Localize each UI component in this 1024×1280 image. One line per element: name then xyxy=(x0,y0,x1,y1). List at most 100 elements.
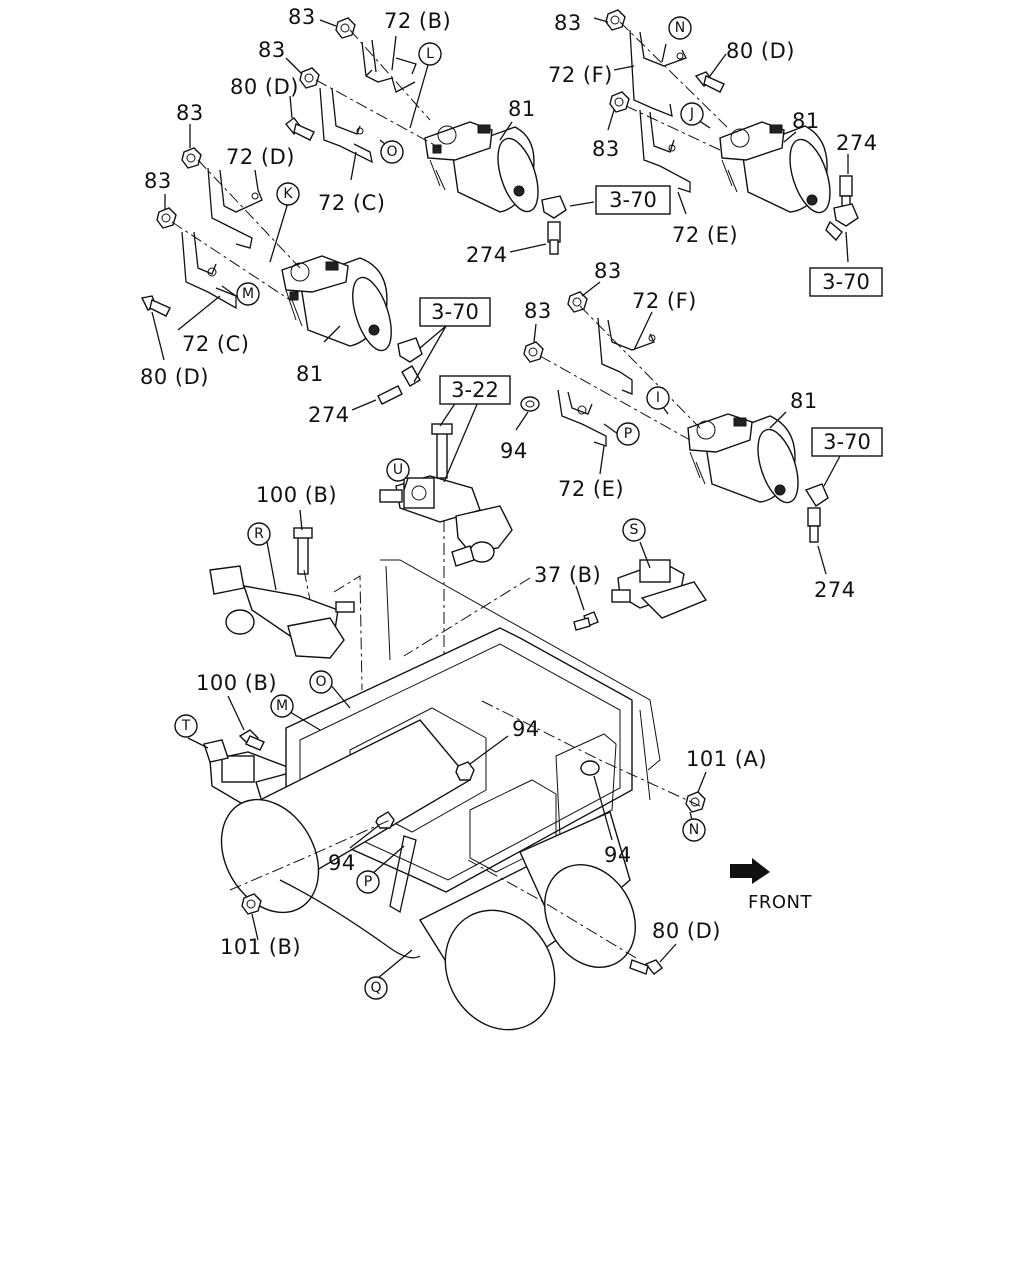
label-72e: 72 (E) xyxy=(558,477,624,501)
elbow-fitting-icon xyxy=(541,195,567,255)
label-274: 274 xyxy=(836,131,878,155)
callout-t: T xyxy=(174,714,198,738)
valve-assembly-u xyxy=(379,423,513,567)
label-274: 274 xyxy=(466,243,508,267)
callout-p: P xyxy=(616,422,640,446)
label-37b: 37 (B) xyxy=(534,563,601,587)
part-labels: 83 72 (B) 83 80 (D) 83 72 (D) 83 72 (C) … xyxy=(140,5,878,959)
nut-83-icon xyxy=(605,9,626,31)
elbow-fitting-icon xyxy=(825,175,859,242)
svg-text:R: R xyxy=(254,526,264,542)
nut-83-icon xyxy=(567,291,588,313)
svg-text:P: P xyxy=(624,426,632,442)
bolt-80d-icon xyxy=(694,71,725,93)
svg-text:3-22: 3-22 xyxy=(451,378,499,402)
label-72e: 72 (E) xyxy=(672,223,738,247)
svg-text:U: U xyxy=(393,462,403,478)
assembly-dashed-lines xyxy=(171,21,731,959)
label-100b: 100 (B) xyxy=(196,671,277,695)
air-tanks xyxy=(220,719,636,1031)
label-94: 94 xyxy=(512,717,540,741)
label-83: 83 xyxy=(288,5,316,29)
svg-text:P: P xyxy=(364,874,372,890)
callout-m: M xyxy=(236,282,260,306)
reference-boxes: 3-70 3-70 3-70 3-22 3-70 xyxy=(419,185,883,457)
callouts: N L O J K M I P U R S O M T N P Q xyxy=(174,16,706,1000)
nut-83-icon xyxy=(523,341,544,363)
tank-assembly-middle-right xyxy=(687,413,799,504)
label-81: 81 xyxy=(790,389,818,413)
label-72c: 72 (C) xyxy=(182,332,249,356)
bracket-72e-upper xyxy=(639,109,691,193)
dash-line xyxy=(303,569,363,691)
bolt-37b-icon xyxy=(573,611,599,631)
ref-box-3-70: 3-70 xyxy=(809,267,883,297)
bracket-72b xyxy=(361,39,417,93)
label-274: 274 xyxy=(308,403,350,427)
svg-text:S: S xyxy=(630,522,639,538)
callout-k: K xyxy=(276,182,300,206)
svg-text:3-70: 3-70 xyxy=(609,188,657,212)
svg-text:J: J xyxy=(689,106,694,122)
callout-o: O xyxy=(380,140,404,164)
label-101b: 101 (B) xyxy=(220,935,301,959)
callout-q: Q xyxy=(364,976,388,1000)
bracket-72f-upper xyxy=(629,29,687,118)
svg-text:3-70: 3-70 xyxy=(822,270,870,294)
bracket-72d xyxy=(207,167,263,249)
label-83: 83 xyxy=(524,299,552,323)
label-80d: 80 (D) xyxy=(230,75,299,99)
svg-text:N: N xyxy=(675,20,685,36)
svg-text:M: M xyxy=(276,698,288,714)
label-81: 81 xyxy=(792,109,820,133)
callout-j: J xyxy=(680,102,704,126)
callout-n: N xyxy=(668,16,692,40)
tank-assembly-middle-left xyxy=(281,255,392,352)
valve-assembly-r xyxy=(209,527,355,659)
svg-text:O: O xyxy=(315,674,326,690)
nut-101a-icon xyxy=(685,791,706,813)
svg-text:3-70: 3-70 xyxy=(431,300,479,324)
label-72d: 72 (D) xyxy=(226,145,295,169)
svg-text:K: K xyxy=(283,186,293,202)
nut-83-icon xyxy=(299,67,320,89)
elbow-fitting-icon xyxy=(804,483,829,543)
front-direction: FRONT xyxy=(730,858,812,913)
svg-text:O: O xyxy=(386,144,397,160)
ref-box-3-70: 3-70 xyxy=(595,185,671,215)
callout-m: M xyxy=(270,694,294,718)
label-81: 81 xyxy=(508,97,536,121)
bolt-80d-icon xyxy=(140,295,171,317)
nut-83-icon xyxy=(181,147,202,169)
label-81: 81 xyxy=(296,362,324,386)
bracket-72e-lower xyxy=(557,389,607,447)
label-80d: 80 (D) xyxy=(652,919,721,943)
nut-83-icon xyxy=(609,91,630,113)
elbow-fitting-icon xyxy=(377,337,423,405)
label-80d: 80 (D) xyxy=(140,365,209,389)
label-72f: 72 (F) xyxy=(632,289,697,313)
strap-q xyxy=(279,835,421,959)
label-94: 94 xyxy=(500,439,528,463)
label-94: 94 xyxy=(604,843,632,867)
nut-101b-icon xyxy=(241,893,262,915)
svg-text:N: N xyxy=(689,822,699,838)
nut-94-icon xyxy=(580,760,600,776)
valve-assembly-s xyxy=(611,559,708,619)
label-101a: 101 (A) xyxy=(686,747,767,771)
svg-text:T: T xyxy=(181,718,191,734)
label-83: 83 xyxy=(258,38,286,62)
bolt-80d-icon xyxy=(629,959,663,975)
nut-94-icon xyxy=(455,761,475,781)
svg-text:L: L xyxy=(426,46,434,62)
label-83: 83 xyxy=(592,137,620,161)
label-83: 83 xyxy=(554,11,582,35)
front-label: FRONT xyxy=(748,892,812,913)
label-80d: 80 (D) xyxy=(726,39,795,63)
label-83: 83 xyxy=(144,169,172,193)
callout-n: N xyxy=(682,818,706,842)
label-83: 83 xyxy=(594,259,622,283)
callout-o: O xyxy=(309,670,333,694)
label-274: 274 xyxy=(814,578,856,602)
